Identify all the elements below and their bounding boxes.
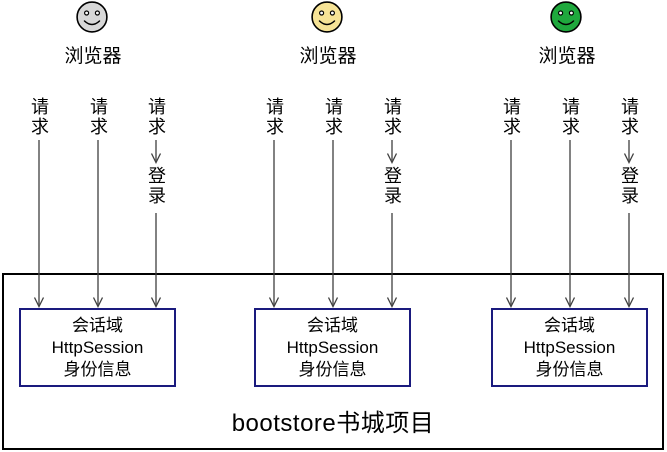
request-label: 请求 [619, 97, 639, 137]
request-label: 请求 [88, 97, 108, 137]
login-short-arrow [386, 140, 398, 164]
login-label: 登录 [146, 166, 166, 206]
login-short-arrow [623, 140, 635, 164]
request-label: 请求 [146, 97, 166, 137]
request-label: 请求 [501, 97, 521, 137]
login-label: 登录 [382, 166, 402, 206]
session-box-line: HttpSession [523, 337, 616, 357]
session-box-line: HttpSession [51, 337, 144, 357]
request-label: 请求 [29, 97, 49, 137]
session-box-line: 会话域 [72, 315, 123, 335]
session-box-line: HttpSession [286, 337, 379, 357]
session-box: 会话域 HttpSession 身份信息 [491, 308, 648, 387]
request-label: 请求 [382, 97, 402, 137]
session-box-line: 身份信息 [535, 359, 604, 379]
login-short-arrow [150, 140, 162, 164]
request-label: 请求 [323, 97, 343, 137]
browser-face-icon [76, 1, 108, 33]
browser-face-icon [311, 1, 343, 33]
session-box: 会话域 HttpSession 身份信息 [19, 308, 176, 387]
session-box-line: 身份信息 [63, 359, 132, 379]
browser-label: 浏览器 [64, 46, 122, 67]
request-label: 请求 [264, 97, 284, 137]
session-box-line: 会话域 [307, 315, 358, 335]
session-box: 会话域 HttpSession 身份信息 [254, 308, 411, 387]
project-title: bootstore书城项目 [231, 410, 435, 437]
login-label: 登录 [619, 166, 639, 206]
request-label: 请求 [560, 97, 580, 137]
browser-label: 浏览器 [538, 46, 596, 67]
session-box-line: 身份信息 [298, 359, 367, 379]
browser-label: 浏览器 [299, 46, 357, 67]
browser-face-icon [550, 1, 582, 33]
session-box-line: 会话域 [544, 315, 595, 335]
